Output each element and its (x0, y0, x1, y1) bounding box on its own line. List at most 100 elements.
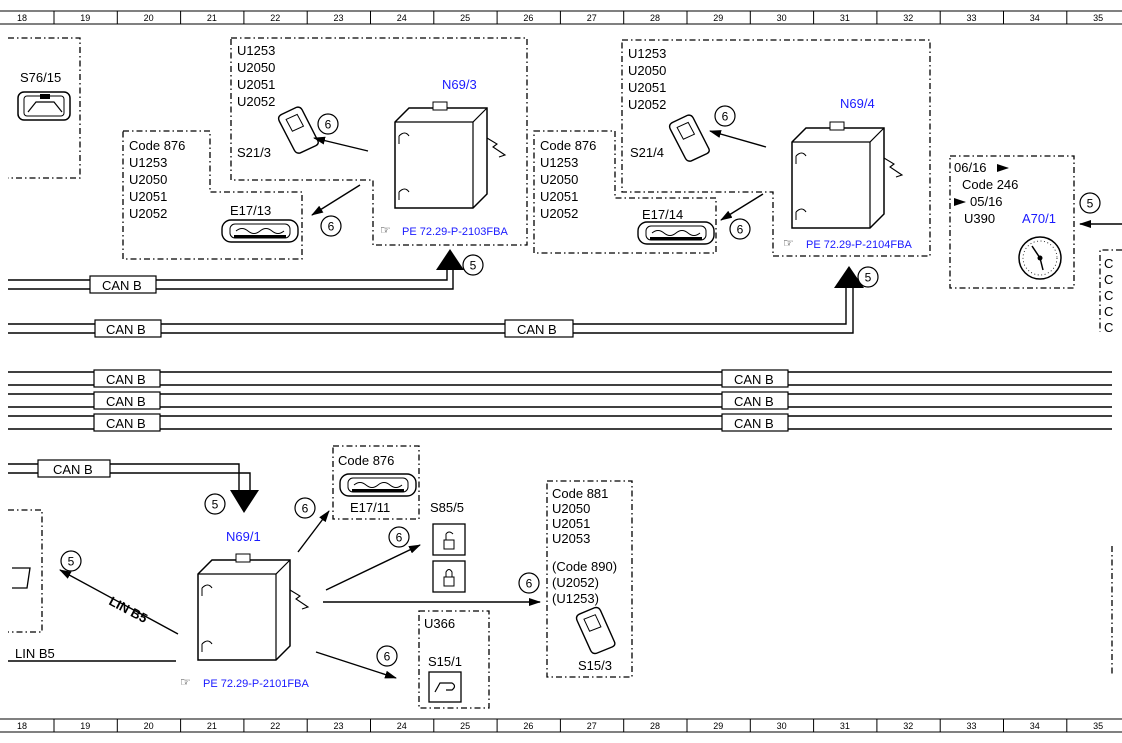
svg-text:CAN B: CAN B (734, 416, 774, 431)
box-e17-14: Code 876 U1253 U2050 U2051 U2052 E17/14 (533, 130, 717, 254)
ruler-number: 19 (80, 13, 90, 23)
svg-text:CAN B: CAN B (106, 416, 146, 431)
svg-text:U2051: U2051 (237, 77, 275, 92)
number-circle-label: 6 (526, 577, 533, 591)
svg-text:U2050: U2050 (628, 63, 666, 78)
svg-text:Code 881: Code 881 (552, 486, 608, 501)
box-s15-1: U366 S15/1 (418, 610, 490, 709)
box-left-cut (8, 509, 43, 633)
ruler-number: 20 (144, 13, 154, 23)
ruler-number: 28 (650, 721, 660, 731)
switch-icon (574, 604, 617, 657)
lock-icon (432, 560, 466, 593)
svg-text:C: C (1104, 288, 1113, 303)
box-s21-4-group: U1253 U2050 U2051 U2052 S21/4 N69/4 PE 7… (621, 39, 931, 257)
label-a70-1: A70/1 (1022, 211, 1056, 226)
svg-text:U1253: U1253 (540, 155, 578, 170)
trunk-icon (428, 671, 462, 703)
control-unit-icon (394, 101, 506, 209)
ruler-number: 25 (460, 721, 470, 731)
number-circle-label: 6 (384, 650, 391, 664)
ruler-number: 22 (270, 13, 280, 23)
svg-text:CAN B: CAN B (53, 462, 93, 477)
svg-text:C: C (1104, 304, 1113, 319)
label-n69-4: N69/4 (840, 96, 875, 111)
unlock-icon (432, 523, 466, 556)
box-e17-13: Code 876 U1253 U2050 U2051 U2052 E17/13 (122, 130, 303, 260)
number-circle (518, 572, 540, 594)
box-s15-3: Code 881 U2050 U2051 U2053 (Code 890) (U… (546, 480, 633, 678)
svg-text:U1253: U1253 (628, 46, 666, 61)
ruler-number: 18 (17, 721, 27, 731)
number-circle-label: 5 (470, 259, 477, 273)
label-s21-4: S21/4 (630, 145, 664, 160)
ruler-number: 23 (333, 13, 343, 23)
ruler-number: 26 (523, 13, 533, 23)
svg-text:U2051: U2051 (552, 516, 590, 531)
ruler-number: 30 (777, 13, 787, 23)
svg-text:Code 876: Code 876 (540, 138, 596, 153)
number-circle (462, 254, 484, 276)
rear-light-icon (17, 91, 71, 121)
number-circle-label: 5 (865, 271, 872, 285)
svg-text:U2052: U2052 (540, 206, 578, 221)
lamp-icon (221, 219, 299, 243)
svg-text:U1253: U1253 (129, 155, 167, 170)
svg-text:Code 876: Code 876 (338, 453, 394, 468)
box-cut-right: C C C C C (1099, 249, 1122, 335)
number-circle-label: 5 (68, 555, 75, 569)
lamp-icon (637, 221, 715, 245)
circle-5: 5 (1079, 192, 1101, 214)
number-circle-label: 6 (722, 110, 729, 124)
ref-2101: PE 72.29-P-2101FBA (203, 678, 309, 690)
svg-text:CAN B: CAN B (734, 394, 774, 409)
svg-text:CAN B: CAN B (106, 394, 146, 409)
number-circle (320, 215, 342, 237)
svg-text:C: C (1104, 272, 1113, 287)
ruler-number: 25 (460, 13, 470, 23)
label-e17-14: E17/14 (642, 207, 683, 222)
svg-text:U2050: U2050 (552, 501, 590, 516)
can-b-label: CAN B (102, 278, 142, 293)
number-circle (204, 493, 226, 515)
label-s21-3: S21/3 (237, 145, 271, 160)
ruler-number: 31 (840, 721, 850, 731)
can-bus-bottom: CAN B (8, 459, 259, 513)
svg-text:U1253: U1253 (237, 43, 275, 58)
ruler-number: 35 (1093, 721, 1103, 731)
svg-text:C: C (1104, 256, 1113, 271)
lin-b5-label: LIN B5 (15, 646, 55, 661)
number-circle (729, 218, 751, 240)
window-switch-icon (276, 103, 321, 157)
ruler-number: 21 (207, 721, 217, 731)
ruler-number: 18 (17, 13, 27, 23)
svg-text:05/16: 05/16 (970, 194, 1003, 209)
label-s85-5: S85/5 (430, 500, 464, 515)
label-n69-1: N69/1 (226, 529, 261, 544)
svg-text:U2052: U2052 (129, 206, 167, 221)
ruler-number: 19 (80, 721, 90, 731)
ruler-number: 21 (207, 13, 217, 23)
clock-icon (1018, 236, 1062, 280)
can-bus-through-2: CAN B CAN B (8, 391, 1112, 410)
can-b-label: CAN B (106, 322, 146, 337)
ruler-number: 30 (777, 721, 787, 731)
reference-hand-icon: ☞ (180, 675, 191, 689)
reference-hand-icon: ☞ (783, 236, 794, 250)
ruler-number: 32 (903, 13, 913, 23)
box-s76-15: S76/15 (8, 37, 81, 179)
number-circle (714, 105, 736, 127)
lamp-icon (339, 473, 417, 497)
svg-text:U2052: U2052 (237, 94, 275, 109)
svg-text:U2050: U2050 (540, 172, 578, 187)
number-circle-label: 6 (328, 220, 335, 234)
can-b-label: CAN B (517, 322, 557, 337)
ruler-number: 24 (397, 721, 407, 731)
svg-text:CAN B: CAN B (106, 372, 146, 387)
svg-text:5: 5 (1087, 197, 1094, 211)
ruler-number: 24 (397, 13, 407, 23)
ruler-number: 34 (1030, 13, 1040, 23)
